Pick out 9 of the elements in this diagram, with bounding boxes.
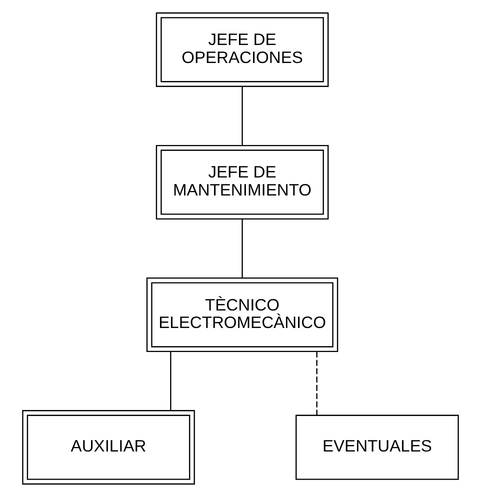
node-box: JEFE DE OPERACIONES [155,12,328,87]
connector [316,352,317,416]
node-box: JEFE DE MANTENIMIENTO [155,144,328,220]
connector [241,86,242,146]
node-box: AUXILIAR [22,410,194,485]
node-box: TÈCNICO ELECTROMECÀNICO [146,278,338,352]
connector [241,219,242,278]
connector [170,352,171,411]
node-box: EVENTUALES [295,414,458,480]
